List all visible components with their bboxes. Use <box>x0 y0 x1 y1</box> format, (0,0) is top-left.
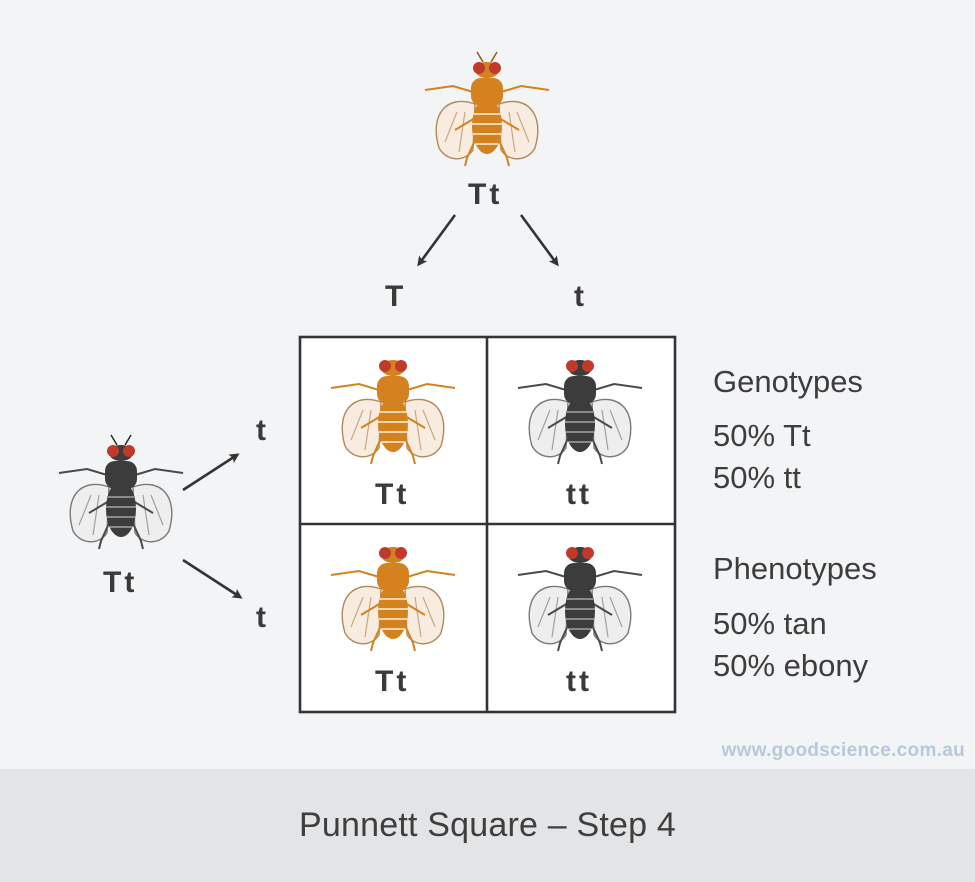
left-parent-genotype: Tt <box>103 566 138 599</box>
arrow-top-right <box>519 214 559 267</box>
top-parent-genotype: Tt <box>468 178 503 211</box>
genotypes-heading: Genotypes <box>713 364 863 399</box>
arrow-top-left <box>417 214 457 267</box>
top-allele-2: t <box>574 280 584 313</box>
fly-icon-left-parent <box>58 434 184 550</box>
fly-icon-cell-1-2 <box>517 360 643 465</box>
arrow-left-down <box>182 558 243 599</box>
phenotype-ratio-1: 50% tan <box>713 606 827 641</box>
punnett-diagram <box>58 51 677 714</box>
footer-bar <box>0 769 975 882</box>
website-watermark: www.goodscience.com.au <box>721 740 965 761</box>
genotype-ratio-2: 50% tt <box>713 460 801 495</box>
phenotypes-heading: Phenotypes <box>713 551 877 586</box>
cell-1-1-genotype: Tt <box>375 478 410 511</box>
footer-title: Punnett Square – Step 4 <box>299 806 676 844</box>
left-allele-1: t <box>256 414 266 447</box>
left-allele-2: t <box>256 601 266 634</box>
cell-2-2-genotype: tt <box>566 665 592 698</box>
top-allele-1: T <box>385 280 404 313</box>
cell-1-2-genotype: tt <box>566 478 592 511</box>
fly-icon-top-parent <box>424 51 550 167</box>
fly-icon-cell-1-1 <box>330 360 456 465</box>
fly-icon-cell-2-2 <box>517 547 643 652</box>
genotype-ratio-1: 50% Tt <box>713 418 811 453</box>
cell-2-1-genotype: Tt <box>375 665 410 698</box>
arrow-left-up <box>182 453 240 492</box>
fly-icon-cell-2-1 <box>330 547 456 652</box>
phenotype-ratio-2: 50% ebony <box>713 648 869 683</box>
